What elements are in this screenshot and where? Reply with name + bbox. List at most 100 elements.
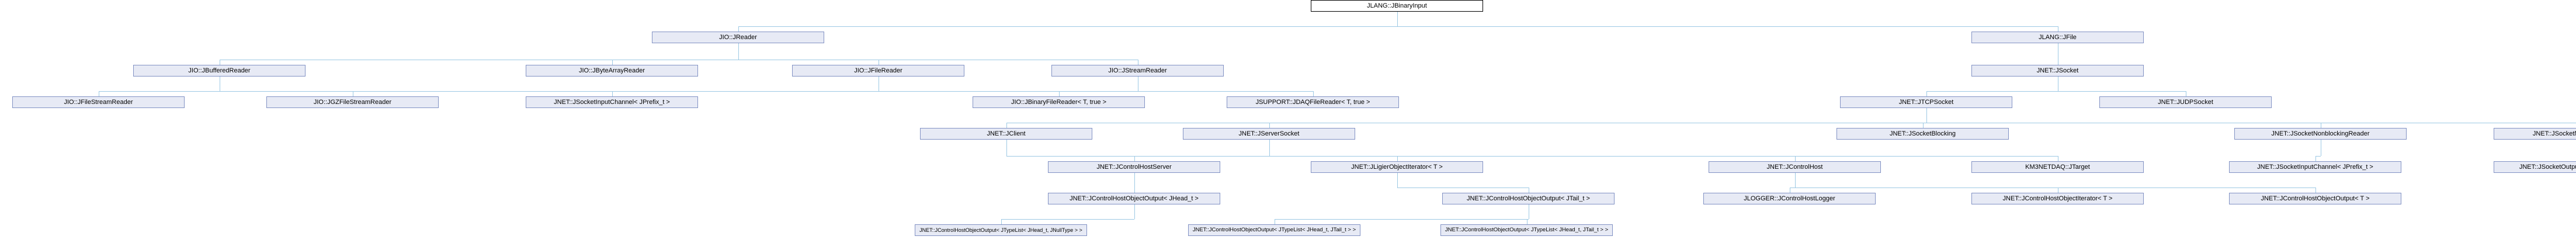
class-node-jlogger-jcontrolhostlogger[interactable]: JLOGGER::JControlHostLogger: [1703, 193, 1876, 204]
class-node-label: JNET::JUDPSocket: [2158, 98, 2213, 106]
class-node-label: JNET::JSocketNonblockingReader: [2271, 130, 2370, 137]
edge-segment: [1926, 108, 1927, 123]
edge-segment: [1134, 156, 1135, 161]
class-node-label: JIO::JReader: [719, 33, 757, 41]
edge-segment: [1397, 173, 1398, 188]
edge-segment: [220, 91, 612, 92]
class-node-jnet-jsocketinputchannel-jprefix-t[interactable]: JNET::JSocketInputChannel< JPrefix_t >: [2229, 161, 2401, 173]
edge-segment: [99, 91, 1138, 92]
class-node-label: JNET::JSocketOutputChannel< JPrefix_t >: [2519, 163, 2576, 171]
class-node-jnet-jclient[interactable]: JNET::JClient: [920, 128, 1092, 140]
class-node-jnet-jtcpsocket[interactable]: JNET::JTCPSocket: [1840, 96, 2012, 108]
class-node-label: JNET::JControlHostServer: [1096, 163, 1172, 171]
edge-segment: [1001, 219, 1134, 220]
class-node-jio-jbytearrayreader[interactable]: JIO::JByteArrayReader: [526, 65, 698, 77]
class-node-label: JNET::JControlHostObjectOutput< T >: [2261, 195, 2370, 202]
class-node-label: JIO::JFileStreamReader: [64, 98, 133, 106]
class-node-jnet-jcontrolhost[interactable]: JNET::JControlHost: [1709, 161, 1881, 173]
class-node-label: JLOGGER::JControlHostLogger: [1744, 195, 1835, 202]
class-node-label: JNET::JControlHostObjectIterator< T >: [2002, 195, 2113, 202]
class-node-jnet-jsocketblocking[interactable]: JNET::JSocketBlocking: [1836, 128, 2009, 140]
class-node-label: JIO::JGZFileStreamReader: [313, 98, 392, 106]
edge-segment: [1926, 91, 2186, 92]
class-node-jio-jfilereader[interactable]: JIO::JFileReader: [792, 65, 964, 77]
edge-segment: [2315, 156, 2316, 161]
class-node-jio-jbinaryfilereader-t-true[interactable]: JIO::JBinaryFileReader< T, true >: [973, 96, 1145, 108]
class-node-jlang-jfile[interactable]: JLANG::JFile: [1971, 32, 2144, 43]
class-node-label: JNET::JControlHostObjectOutput< JTypeLis…: [919, 227, 1082, 233]
edge-segment: [1134, 173, 1135, 188]
class-node-km3netdaq-jtarget[interactable]: KM3NETDAQ::JTarget: [1971, 161, 2144, 173]
edge-segment: [1006, 156, 1397, 157]
class-node-label: JNET::JSocketNonblockingWriter: [2532, 130, 2576, 137]
class-node-label: KM3NETDAQ::JTarget: [2025, 163, 2090, 171]
class-node-label: JNET::JServerSocket: [1238, 130, 1300, 137]
edge-segment: [1269, 123, 1270, 128]
class-node-label: JSUPPORT::JDAQFileReader< T, true >: [1255, 98, 1370, 106]
edge-segment: [738, 43, 739, 60]
class-node-label: JNET::JControlHostObjectOutput< JHead_t …: [1070, 195, 1199, 202]
class-node-label: JNET::JSocketBlocking: [1889, 130, 1956, 137]
class-node-jio-jreader[interactable]: JIO::JReader: [652, 32, 824, 43]
class-node-jnet-jcontrolhostobjectoutput-jtypelist-jhead-t-jnulltype[interactable]: JNET::JControlHostObjectOutput< JTypeLis…: [915, 224, 1087, 236]
class-node-jnet-jsocket[interactable]: JNET::JSocket: [1971, 65, 2144, 77]
class-node-jnet-jcontrolhostobjectoutput-jtypelist-jhead-t-jtail-t[interactable]: JNET::JControlHostObjectOutput< JTypeLis…: [1188, 224, 1360, 236]
class-node-jio-jgzfilestreamreader[interactable]: JIO::JGZFileStreamReader: [266, 96, 439, 108]
class-node-jnet-jcontrolhostobjectiterator-t[interactable]: JNET::JControlHostObjectIterator< T >: [1971, 193, 2144, 204]
edge-segment: [2315, 188, 2316, 193]
class-node-label: JIO::JBufferedReader: [188, 67, 251, 74]
class-node-jnet-jsocketnonblockingreader[interactable]: JNET::JSocketNonblockingReader: [2234, 128, 2407, 140]
edge-segment: [1006, 123, 1007, 128]
edge-segment: [612, 60, 613, 65]
edge-segment: [1275, 219, 1529, 220]
edge-segment: [1269, 156, 2058, 157]
edge-segment: [1795, 156, 1796, 161]
edge-segment: [879, 91, 1313, 92]
class-node-label: JLANG::JFile: [2039, 33, 2077, 41]
class-node-label: JIO::JStreamReader: [1108, 67, 1167, 74]
class-node-jnet-jcontrolhostobjectoutput-t[interactable]: JNET::JControlHostObjectOutput< T >: [2229, 193, 2401, 204]
class-node-label: JIO::JBinaryFileReader< T, true >: [1011, 98, 1107, 106]
class-node-jnet-jligierobjectiterator-t[interactable]: JNET::JLigierObjectIterator< T >: [1311, 161, 1483, 173]
edge-segment: [2315, 156, 2321, 157]
edge-segment: [1313, 91, 1314, 96]
edge-segment: [1001, 219, 1002, 224]
class-node-jsupport-jdaqfilereader-t-true[interactable]: JSUPPORT::JDAQFileReader< T, true >: [1227, 96, 1399, 108]
edge-segment: [1926, 91, 1927, 96]
class-node-jnet-jcontrolhostserver[interactable]: JNET::JControlHostServer: [1048, 161, 1220, 173]
edge-segment: [1397, 156, 1398, 161]
class-node-label: JNET::JControlHostObjectOutput< JTypeLis…: [1445, 227, 1609, 234]
class-node-jnet-jserversocket[interactable]: JNET::JServerSocket: [1183, 128, 1355, 140]
class-node-label: JNET::JTCPSocket: [1898, 98, 1954, 106]
class-node-jnet-jsocketinputchannel-jprefix-t[interactable]: JNET::JSocketInputChannel< JPrefix_t >: [526, 96, 698, 108]
class-node-jnet-jcontrolhostobjectoutput-jhead-t[interactable]: JNET::JControlHostObjectOutput< JHead_t …: [1048, 193, 1220, 204]
edge-segment: [1269, 140, 1270, 156]
edge-segment: [1134, 204, 1135, 219]
edge-segment: [1134, 188, 1135, 193]
class-node-label: JNET::JSocketInputChannel< JPrefix_t >: [554, 98, 670, 106]
edge-segment: [1059, 91, 1060, 96]
class-node-label: JNET::JClient: [987, 130, 1026, 137]
class-node-label: JIO::JFileReader: [854, 67, 902, 74]
class-node-label: JNET::JLigierObjectIterator< T >: [1351, 163, 1443, 171]
edge-segment: [738, 26, 739, 32]
class-node-jnet-judpsocket[interactable]: JNET::JUDPSocket: [2099, 96, 2272, 108]
class-node-label: JNET::JSocketInputChannel< JPrefix_t >: [2257, 163, 2373, 171]
class-node-jnet-jcontrolhostobjectoutput-jtail-t[interactable]: JNET::JControlHostObjectOutput< JTail_t …: [1442, 193, 1615, 204]
edge-segment: [612, 91, 613, 96]
class-node-label: JLANG::JBinaryInput: [1367, 2, 1427, 9]
class-node-jio-jbufferedreader[interactable]: JIO::JBufferedReader: [133, 65, 305, 77]
class-node-jnet-jsocketnonblockingwriter[interactable]: JNET::JSocketNonblockingWriter: [2494, 128, 2576, 140]
class-node-jnet-jcontrolhostobjectoutput-jtypelist-jhead-t-jtail-t[interactable]: JNET::JControlHostObjectOutput< JTypeLis…: [1440, 224, 1613, 236]
edge-segment: [1795, 173, 1796, 188]
class-node-label: JIO::JByteArrayReader: [578, 67, 645, 74]
class-node-jnet-jsocketoutputchannel-jprefix-t[interactable]: JNET::JSocketOutputChannel< JPrefix_t >: [2494, 161, 2576, 173]
class-node-label: JNET::JControlHostObjectOutput< JTypeLis…: [1192, 227, 1356, 234]
class-node-label: JNET::JControlHostObjectOutput< JTail_t …: [1467, 195, 1590, 202]
class-node-jio-jfilestreamreader[interactable]: JIO::JFileStreamReader: [12, 96, 185, 108]
class-node-jio-jstreamreader[interactable]: JIO::JStreamReader: [1051, 65, 1224, 77]
class-node-label: JNET::JSocket: [2036, 67, 2079, 74]
edge-segment: [1006, 140, 1007, 156]
class-node-jlang-jbinaryinput[interactable]: JLANG::JBinaryInput: [1311, 0, 1483, 12]
